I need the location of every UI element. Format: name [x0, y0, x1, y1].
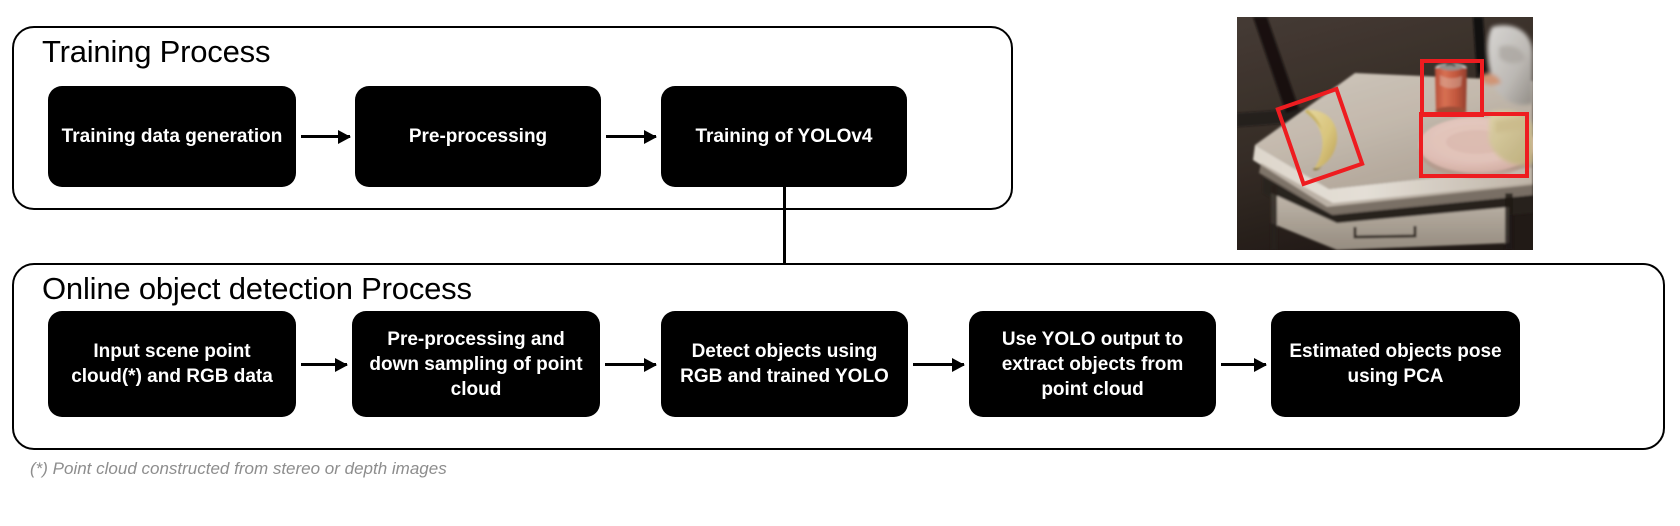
node-use-yolo-output[interactable]: Use YOLO output to extract objects from …	[969, 311, 1216, 417]
node-pre-processing-down-sampling-label: Pre-processing and down sampling of poin…	[369, 328, 583, 400]
arrow-preprocessing-to-detect-objects	[605, 363, 656, 366]
node-estimated-objects-pose[interactable]: Estimated objects pose using PCA	[1271, 311, 1520, 417]
node-training-data-generation-label: Training data generation	[61, 126, 283, 147]
node-training-data-generation[interactable]: Training data generation	[48, 86, 296, 187]
node-pre-processing-down-sampling[interactable]: Pre-processing and down sampling of poin…	[352, 311, 600, 417]
bounding-box-plate	[1419, 112, 1529, 178]
group-training-process-title: Training Process	[42, 34, 271, 69]
arrow-training-yolo-to-detect-objects	[783, 187, 786, 311]
node-input-scene-point-cloud[interactable]: Input scene point cloud(*) and RGB data	[48, 311, 296, 417]
node-training-of-yolov4[interactable]: Training of YOLOv4	[661, 86, 907, 187]
arrow-training-data-to-preprocessing	[301, 135, 350, 138]
node-estimated-objects-pose-label: Estimated objects pose using PCA	[1289, 341, 1502, 387]
arrow-input-scene-to-preprocessing	[301, 363, 347, 366]
node-pre-processing[interactable]: Pre-processing	[355, 86, 601, 187]
node-pre-processing-label: Pre-processing	[408, 126, 548, 147]
node-detect-objects[interactable]: Detect objects using RGB and trained YOL…	[661, 311, 908, 417]
footnote-point-cloud: (*) Point cloud constructed from stereo …	[30, 459, 447, 478]
robot-scene-image	[1237, 17, 1533, 250]
node-detect-objects-label: Detect objects using RGB and trained YOL…	[680, 341, 889, 387]
arrow-detect-objects-to-use-yolo-output	[913, 363, 964, 366]
node-use-yolo-output-label: Use YOLO output to extract objects from …	[1001, 328, 1184, 400]
node-input-scene-point-cloud-label: Input scene point cloud(*) and RGB data	[71, 341, 273, 387]
group-online-object-detection-process-title: Online object detection Process	[42, 271, 472, 306]
arrow-preprocessing-to-training-yolo	[606, 135, 656, 138]
node-training-of-yolov4-label: Training of YOLOv4	[695, 126, 873, 147]
robot-scene-photo	[1237, 17, 1533, 250]
arrow-use-yolo-output-to-estimated-pose	[1221, 363, 1266, 366]
bounding-box-soda-can	[1420, 59, 1484, 117]
